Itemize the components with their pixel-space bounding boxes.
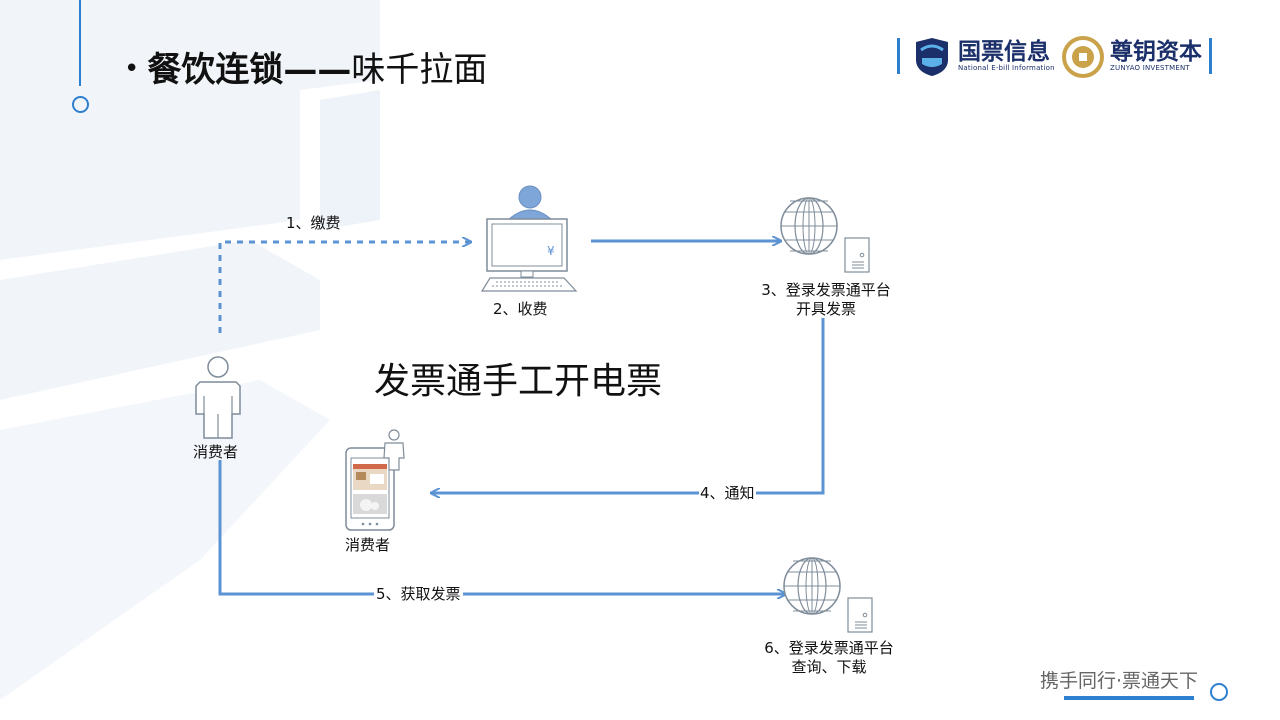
diagram-center-title: 发票通手工开电票 [374,361,663,402]
zunyao-logo-text: 尊钥资本 ZUNYAO INVESTMENT [1110,40,1202,73]
platform-server-icon-top [844,237,870,273]
zunyao-subname: ZUNYAO INVESTMENT [1110,64,1190,72]
step3-line1: 3、登录发票通平台 [761,281,891,299]
cashier-computer-icon [480,185,578,292]
guopiao-logo-icon [916,38,948,76]
arrow-step4-notify [432,318,825,493]
accent-vertical-line [79,0,81,86]
zunyao-name: 尊钥资本 [1110,39,1202,65]
page-title: •餐饮连锁——味千拉面 [124,42,487,91]
zunyao-logo-icon [1062,36,1104,78]
accent-circle-top [72,96,89,113]
step5-label: 5、获取发票 [374,585,463,604]
step6-line2: 查询、下载 [791,658,867,676]
platform-globe-icon-top [780,197,838,255]
footer-slogan: 携手同行·票通天下 [1040,670,1199,692]
yuan-symbol: ¥ [547,244,555,258]
arrow-step5-get-invoice [218,460,785,594]
accent-circle-bottom [1210,683,1228,701]
logo-divider-right [1209,38,1212,74]
title-bold: 餐饮连锁—— [147,50,352,90]
step2-label: 2、收费 [493,300,548,318]
guopiao-subname: National E-bill Information [958,64,1055,72]
step3-label: 3、登录发票通平台 开具发票 [742,281,910,319]
mobile-phone-icon [345,447,395,531]
step6-line1: 6、登录发票通平台 [764,639,894,657]
footer-underline [1064,696,1194,700]
platform-globe-icon-bottom [783,557,841,615]
step3-line2: 开具发票 [795,300,856,318]
phone-user-icon [383,429,405,471]
title-bullet: • [124,54,140,84]
consumer-phone-label: 消费者 [345,536,391,554]
guopiao-name: 国票信息 [958,39,1050,65]
platform-server-icon-bottom [847,597,873,633]
step1-label: 1、缴费 [286,214,341,232]
step6-label: 6、登录发票通平台 查询、下载 [745,639,913,677]
consumer-person-icon [195,356,241,439]
arrow-step1-pay [218,242,470,333]
title-rest: 味千拉面 [351,50,488,90]
logo-divider-left [897,38,900,74]
guopiao-logo-text: 国票信息 National E-bill Information [958,40,1055,73]
step4-label: 4、通知 [699,484,756,503]
consumer-left-label: 消费者 [193,443,239,461]
